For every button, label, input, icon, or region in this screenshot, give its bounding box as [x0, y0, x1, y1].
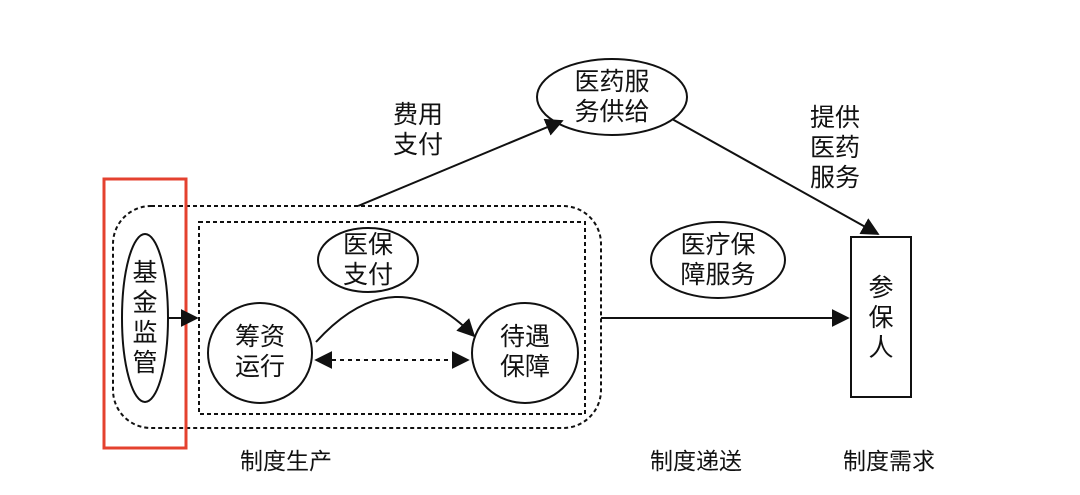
- fund-operation-label: 筹资 运行: [234, 322, 285, 381]
- medical-insurance-payment-ellipse: [317, 227, 419, 293]
- insured-label: 参 保 人: [868, 273, 894, 362]
- fund-supervision-label: 基 金 监 管: [132, 258, 158, 377]
- caption-delivery: 制度递送: [650, 449, 742, 475]
- benefit-guarantee-ellipse: [471, 302, 579, 404]
- caption-demand: 制度需求: [843, 449, 935, 475]
- provide-service-arrow: [671, 118, 880, 235]
- fund-operation-ellipse: [207, 302, 313, 404]
- medical-service-supply-ellipse: [536, 58, 688, 136]
- fee-payment-label: 费用 支付: [392, 100, 443, 159]
- medical-insurance-service-ellipse: [650, 221, 786, 299]
- fee-payment-arrow: [357, 118, 564, 207]
- medical-service-supply-label: 医药服 务供给: [574, 67, 650, 126]
- provide-service-label: 提供 医药 服务: [809, 103, 860, 192]
- medical-insurance-payment-label: 医保 支付: [342, 230, 393, 289]
- operation-to-benefit-curve: [315, 295, 476, 343]
- insured-box: [850, 236, 912, 398]
- benefit-guarantee-label: 待遇 保障: [499, 322, 550, 381]
- system-production-outer-box: [112, 205, 602, 429]
- medical-insurance-service-label: 医疗保 障服务: [680, 230, 756, 289]
- caption-production: 制度生产: [240, 449, 332, 475]
- system-production-inner-box: [198, 221, 586, 415]
